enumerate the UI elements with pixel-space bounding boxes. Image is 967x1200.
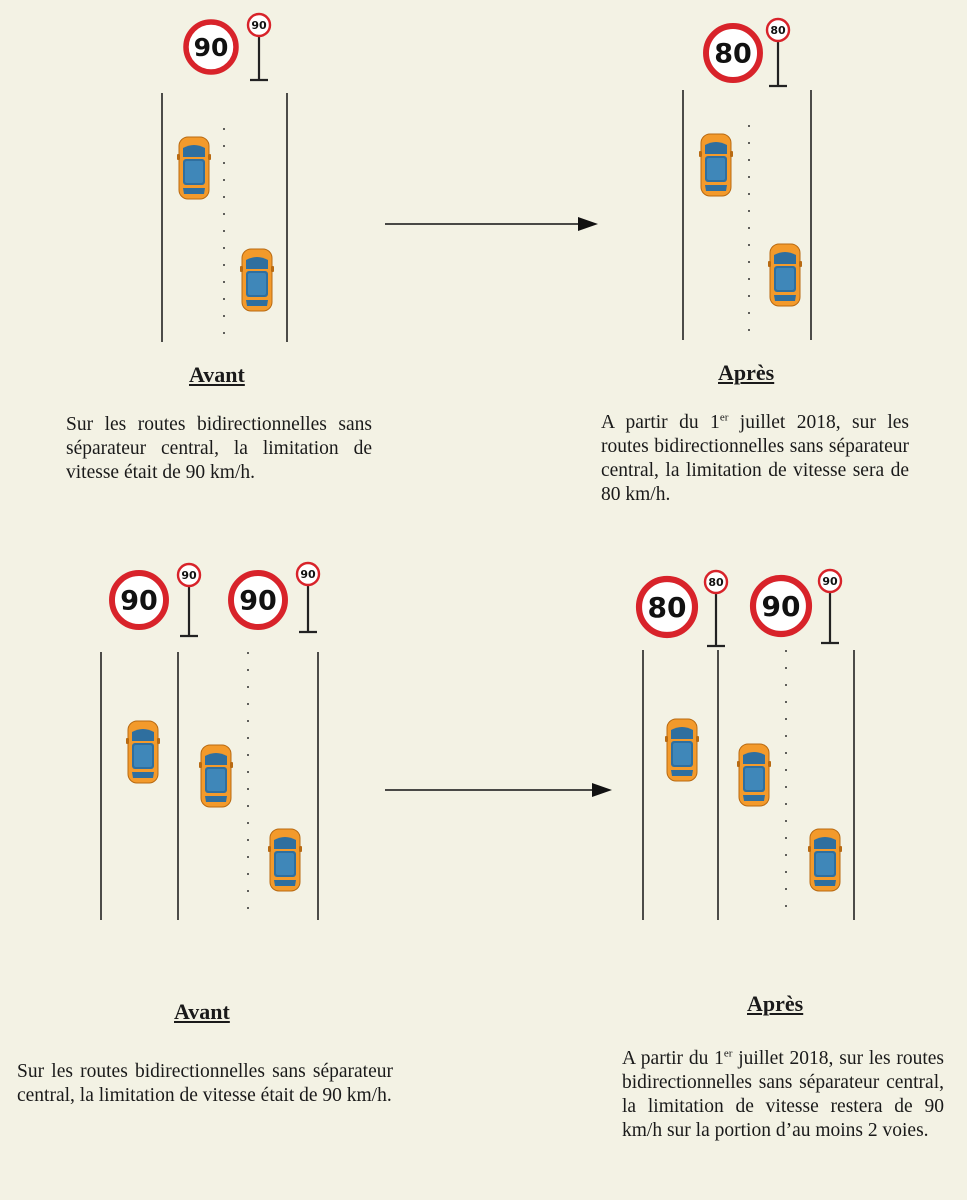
speed-sign-small-ring bbox=[703, 569, 729, 595]
car-icon bbox=[664, 718, 700, 782]
description-before: Sur les routes bidirectionnelles sans sé… bbox=[17, 1061, 393, 1106]
description-after-suffix: juillet 2018, sur les routes bidirection… bbox=[622, 1048, 944, 1141]
car-icon bbox=[239, 248, 275, 312]
speed-sign-large: 90 bbox=[749, 574, 813, 638]
speed-sign-large: 90 bbox=[109, 570, 169, 630]
speed-sign-small-value: 90 bbox=[251, 19, 267, 32]
heading-avant: Avant bbox=[189, 362, 245, 387]
speed-sign-large: 90 bbox=[183, 19, 239, 75]
car-icon bbox=[176, 136, 212, 200]
description-after-sup: er bbox=[723, 1047, 733, 1060]
car-icon bbox=[767, 243, 803, 307]
description-after-sup: er bbox=[719, 411, 729, 424]
speed-sign-small-value: 80 bbox=[770, 24, 786, 37]
speed-sign-small-ring bbox=[817, 568, 843, 594]
description-after: A partir du 1er juillet 2018, sur les ro… bbox=[622, 1047, 944, 1143]
description-before: Sur les routes bidirectionnelles sans sé… bbox=[66, 414, 372, 483]
description-after: A partir du 1er juillet 2018, sur les ro… bbox=[601, 411, 909, 507]
speed-sign-small-ring bbox=[295, 561, 321, 587]
heading-apres: Après bbox=[718, 360, 775, 385]
speed-sign-large-value: 90 bbox=[762, 590, 801, 623]
speed-sign-large-value: 80 bbox=[714, 39, 752, 70]
car-icon bbox=[736, 743, 772, 807]
speed-sign-small-value: 80 bbox=[708, 576, 724, 589]
speed-sign-small: 90 bbox=[817, 568, 843, 594]
speed-sign-large-value: 90 bbox=[239, 586, 277, 617]
speed-sign-small: 90 bbox=[176, 562, 202, 588]
speed-sign-small-ring bbox=[765, 17, 791, 43]
description-after-prefix: A partir du 1 bbox=[622, 1048, 724, 1069]
speed-sign-large-ring bbox=[749, 574, 813, 638]
speed-sign-large-value: 80 bbox=[648, 591, 687, 624]
speed-sign-large-ring bbox=[109, 570, 169, 630]
speed-sign-small-ring bbox=[176, 562, 202, 588]
speed-sign-large-value: 90 bbox=[194, 33, 229, 62]
arrow-icon bbox=[385, 783, 612, 797]
speed-sign-large: 80 bbox=[703, 23, 763, 83]
car-icon bbox=[198, 744, 234, 808]
speed-sign-small-value: 90 bbox=[181, 569, 197, 582]
speed-sign-small-value: 90 bbox=[822, 575, 838, 588]
speed-sign-large-ring bbox=[228, 570, 288, 630]
speed-sign-small: 90 bbox=[246, 12, 272, 38]
car-icon bbox=[267, 828, 303, 892]
description-after-suffix: juillet 2018, sur les routes bidirection… bbox=[601, 412, 909, 505]
speed-sign-small: 80 bbox=[703, 569, 729, 595]
speed-sign-large-ring bbox=[635, 575, 699, 639]
car-icon bbox=[807, 828, 843, 892]
speed-sign-small-ring bbox=[246, 12, 272, 38]
speed-sign-large: 90 bbox=[228, 570, 288, 630]
speed-sign-small: 80 bbox=[765, 17, 791, 43]
car-icon bbox=[125, 720, 161, 784]
heading-apres: Après bbox=[747, 991, 804, 1016]
speed-sign-small: 90 bbox=[295, 561, 321, 587]
description-after-prefix: A partir du 1 bbox=[601, 412, 720, 433]
speed-sign-large-value: 90 bbox=[120, 586, 158, 617]
car-icon bbox=[698, 133, 734, 197]
speed-sign-small-value: 90 bbox=[300, 568, 316, 581]
heading-avant: Avant bbox=[174, 999, 230, 1024]
speed-sign-large-ring bbox=[183, 19, 239, 75]
speed-sign-large: 80 bbox=[635, 575, 699, 639]
arrow-icon bbox=[385, 217, 598, 231]
speed-sign-large-ring bbox=[703, 23, 763, 83]
